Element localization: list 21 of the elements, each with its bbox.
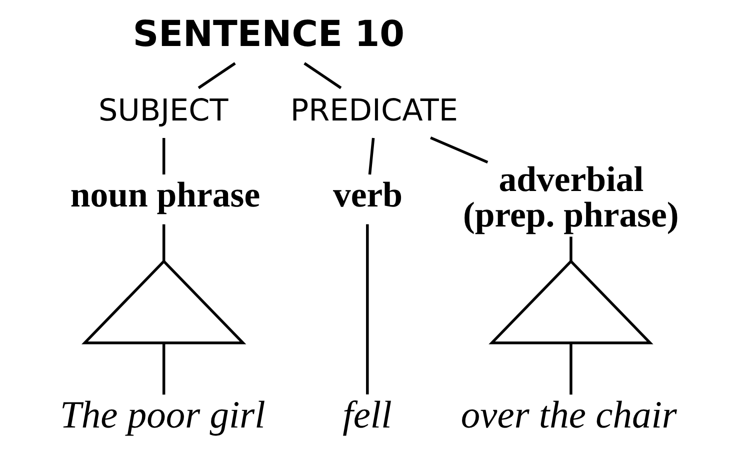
connector — [366, 224, 369, 394]
node-text: SENTENCE 10 — [132, 14, 405, 55]
connector — [570, 343, 572, 395]
node-text: over the chair — [460, 394, 677, 437]
connector — [198, 62, 236, 90]
node-text: The poor girl — [60, 394, 266, 437]
node-triangle — [488, 259, 654, 344]
node-text: noun phrase — [70, 174, 260, 215]
connector — [162, 138, 166, 174]
node-text: PREDICATE — [290, 93, 458, 128]
node-text: SUBJECT — [98, 93, 228, 128]
connector — [304, 62, 342, 90]
connector — [368, 138, 375, 175]
connector — [570, 236, 572, 262]
connector — [162, 224, 166, 262]
node-text: adverbial (prep. phrase) — [462, 158, 679, 235]
connector — [162, 343, 166, 395]
node-text: verb — [333, 174, 403, 215]
node-text: fell — [342, 394, 392, 437]
node-triangle — [82, 259, 246, 344]
connector — [430, 136, 488, 164]
